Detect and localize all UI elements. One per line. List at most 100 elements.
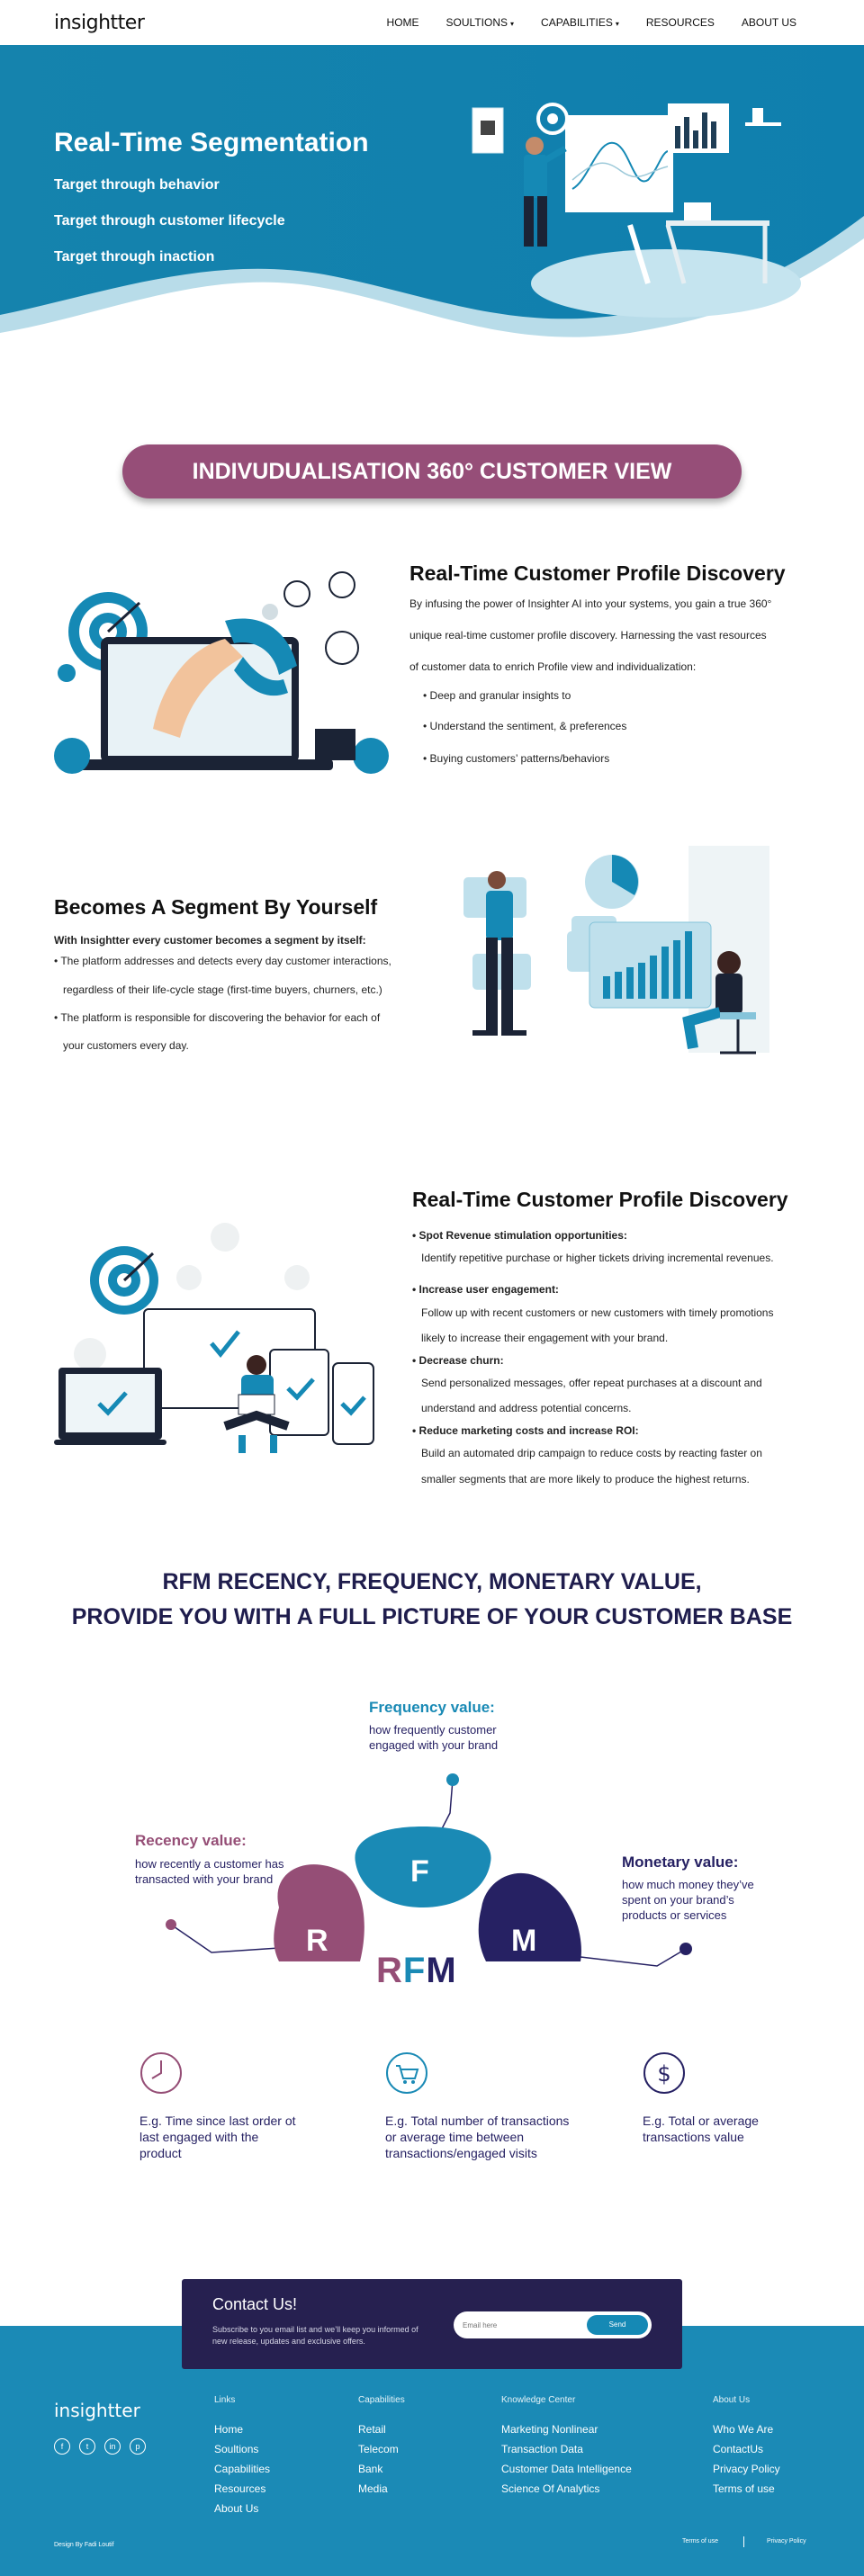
email-form: Send bbox=[454, 2311, 652, 2338]
nav-home-label: HOME bbox=[386, 16, 419, 29]
example-frequency-2: or average time between bbox=[385, 2130, 525, 2144]
logo-text: insightter bbox=[54, 11, 145, 34]
bullet-text: Understand the sentiment, & preferences bbox=[429, 720, 627, 732]
twitter-icon[interactable]: t bbox=[79, 2438, 95, 2455]
footer-link-bank[interactable]: Bank bbox=[358, 2463, 383, 2475]
pinterest-icon[interactable]: p bbox=[130, 2438, 146, 2455]
facebook-icon[interactable]: f bbox=[54, 2438, 70, 2455]
section2-line-2: regardless of their life-cycle stage (fi… bbox=[63, 983, 382, 996]
example-frequency-3: transactions/engaged visits bbox=[385, 2146, 537, 2160]
rfm-diagram bbox=[166, 1773, 692, 1967]
footer-link-retail[interactable]: Retail bbox=[358, 2423, 386, 2436]
section2-title: Becomes A Segment By Yourself bbox=[54, 895, 378, 919]
section2-line-4: your customers every day. bbox=[63, 1039, 189, 1052]
section3-item-4-line-2: smaller segments that are more likely to… bbox=[421, 1473, 750, 1485]
footer-link-who-we-are[interactable]: Who We Are bbox=[713, 2423, 774, 2436]
nav-about[interactable]: ABOUT US bbox=[728, 16, 810, 29]
hero-title: Real-Time Segmentation bbox=[54, 128, 369, 157]
footer-col-about-title: About Us bbox=[713, 2395, 751, 2405]
analytics-illustration bbox=[464, 846, 770, 1055]
nav-solutions[interactable]: SOULTIONS▾ bbox=[433, 16, 527, 29]
nav-resources-label: RESOURCES bbox=[645, 16, 715, 29]
footer-col-capabilities-title: Capabilities bbox=[358, 2395, 405, 2405]
section3-item-2-line-1: Follow up with recent customers or new c… bbox=[421, 1306, 774, 1319]
rfm-r-letter: R bbox=[306, 1924, 328, 1958]
hero-illustration bbox=[472, 103, 801, 318]
footer-link-media[interactable]: Media bbox=[358, 2482, 388, 2495]
example-monetary-2: transactions value bbox=[643, 2130, 744, 2144]
example-recency-1: E.g. Time since last order ot bbox=[140, 2114, 296, 2128]
section1-line-2: unique real-time customer profile discov… bbox=[410, 629, 767, 642]
nav-capabilities[interactable]: CAPABILITIES▾ bbox=[527, 16, 633, 29]
nav-solutions-label: SOULTIONS bbox=[446, 16, 508, 29]
dollar-icon: $ bbox=[644, 2052, 685, 2094]
send-button[interactable]: Send bbox=[587, 2315, 648, 2335]
email-input[interactable] bbox=[463, 2315, 580, 2335]
nav-about-label: ABOUT US bbox=[741, 16, 796, 29]
nav-capabilities-label: CAPABILITIES bbox=[541, 16, 613, 29]
section3-item-1-head: • Spot Revenue stimulation opportunities… bbox=[412, 1229, 627, 1242]
clock-icon bbox=[140, 2052, 182, 2094]
section3-item-4-head: • Reduce marketing costs and increase RO… bbox=[412, 1424, 639, 1437]
section1-line-1: By infusing the power of Insighter AI in… bbox=[410, 597, 772, 610]
section3-item-2-head: • Increase user engagement: bbox=[412, 1283, 559, 1296]
logo[interactable]: insightter bbox=[54, 11, 145, 34]
rfm-f-shape bbox=[355, 1827, 491, 1907]
footer-link-solutions[interactable]: Soultions bbox=[214, 2443, 259, 2455]
frequency-desc-1: how frequently customer bbox=[369, 1723, 497, 1737]
nav-resources[interactable]: RESOURCES bbox=[633, 16, 728, 29]
contact-subtitle: Subscribe to you email list and we’ll ke… bbox=[212, 2325, 418, 2346]
footer: insightter f t in p Links Home Soultions… bbox=[0, 2326, 864, 2576]
footer-privacy-link[interactable]: Privacy Policy bbox=[767, 2538, 806, 2545]
frequency-title: Frequency value: bbox=[369, 1699, 495, 1716]
footer-link-contact[interactable]: ContactUs bbox=[713, 2443, 764, 2455]
section3-item-4-line-1: Build an automated drip campaign to redu… bbox=[421, 1447, 762, 1459]
footer-link-transaction[interactable]: Transaction Data bbox=[501, 2443, 583, 2455]
devices-illustration bbox=[54, 1223, 374, 1453]
footer-link-capabilities[interactable]: Capabilities bbox=[214, 2463, 271, 2475]
footer-divider bbox=[743, 2536, 744, 2547]
contact-title: Contact Us! bbox=[212, 2295, 298, 2313]
example-recency-3: product bbox=[140, 2146, 182, 2160]
caret-down-icon: ▾ bbox=[615, 20, 619, 28]
section3-title: Real-Time Customer Profile Discovery bbox=[412, 1188, 788, 1211]
footer-link-marketing[interactable]: Marketing Nonlinear bbox=[501, 2423, 598, 2436]
linkedin-icon[interactable]: in bbox=[104, 2438, 121, 2455]
section2-lead: With Insightter every customer becomes a… bbox=[54, 934, 366, 947]
frequency-desc-2: engaged with your brand bbox=[369, 1738, 499, 1752]
top-nav: insightter HOME SOULTIONS▾ CAPABILITIES▾… bbox=[0, 0, 864, 45]
rfm-r-shape bbox=[274, 1864, 364, 1961]
section1-title: Real-Time Customer Profile Discovery bbox=[410, 561, 786, 585]
footer-terms-link[interactable]: Terms of use bbox=[682, 2538, 719, 2545]
footer-link-resources[interactable]: Resources bbox=[214, 2482, 266, 2495]
rfm-logo-f: F bbox=[402, 1951, 427, 1990]
monetary-title: Monetary value: bbox=[622, 1853, 739, 1871]
bullet-text: Buying customers’ patterns/behaviors bbox=[429, 752, 610, 765]
footer-link-terms[interactable]: Terms of use bbox=[713, 2482, 775, 2495]
recency-desc-1: how recently a customer has bbox=[135, 1857, 284, 1871]
section1-bullet-3: • Buying customers’ patterns/behaviors bbox=[423, 752, 610, 765]
cart-icon bbox=[386, 2052, 428, 2094]
footer-link-home[interactable]: Home bbox=[214, 2423, 244, 2436]
rfm-logo-r: R bbox=[376, 1951, 403, 1990]
monetary-desc-3: products or services bbox=[622, 1908, 727, 1922]
footer-link-privacy[interactable]: Privacy Policy bbox=[713, 2463, 780, 2475]
monetary-desc-2: spent on your brand’s bbox=[622, 1893, 734, 1907]
nav-home[interactable]: HOME bbox=[374, 16, 433, 29]
footer-link-about[interactable]: About Us bbox=[214, 2502, 259, 2515]
hero-background bbox=[0, 45, 864, 337]
section3-item-1-line-1: Identify repetitive purchase or higher t… bbox=[421, 1252, 774, 1264]
recency-title: Recency value: bbox=[135, 1832, 247, 1849]
section1-bullet-1: • Deep and granular insights to bbox=[423, 689, 572, 702]
section1-line-3: of customer data to enrich Profile view … bbox=[410, 660, 697, 673]
rfm-f-letter: F bbox=[410, 1854, 429, 1889]
section3-item-3-line-1: Send personalized messages, offer repeat… bbox=[421, 1377, 762, 1389]
footer-link-telecom[interactable]: Telecom bbox=[358, 2443, 399, 2455]
rfm-m-letter: M bbox=[511, 1924, 537, 1958]
footer-link-customer-data[interactable]: Customer Data Intelligence bbox=[501, 2463, 632, 2475]
rfm-logo-m: M bbox=[426, 1951, 457, 1990]
footer-link-science[interactable]: Science Of Analytics bbox=[501, 2482, 600, 2495]
footer-logo[interactable]: insightter bbox=[54, 2400, 140, 2421]
svg-text:$: $ bbox=[657, 2061, 670, 2087]
